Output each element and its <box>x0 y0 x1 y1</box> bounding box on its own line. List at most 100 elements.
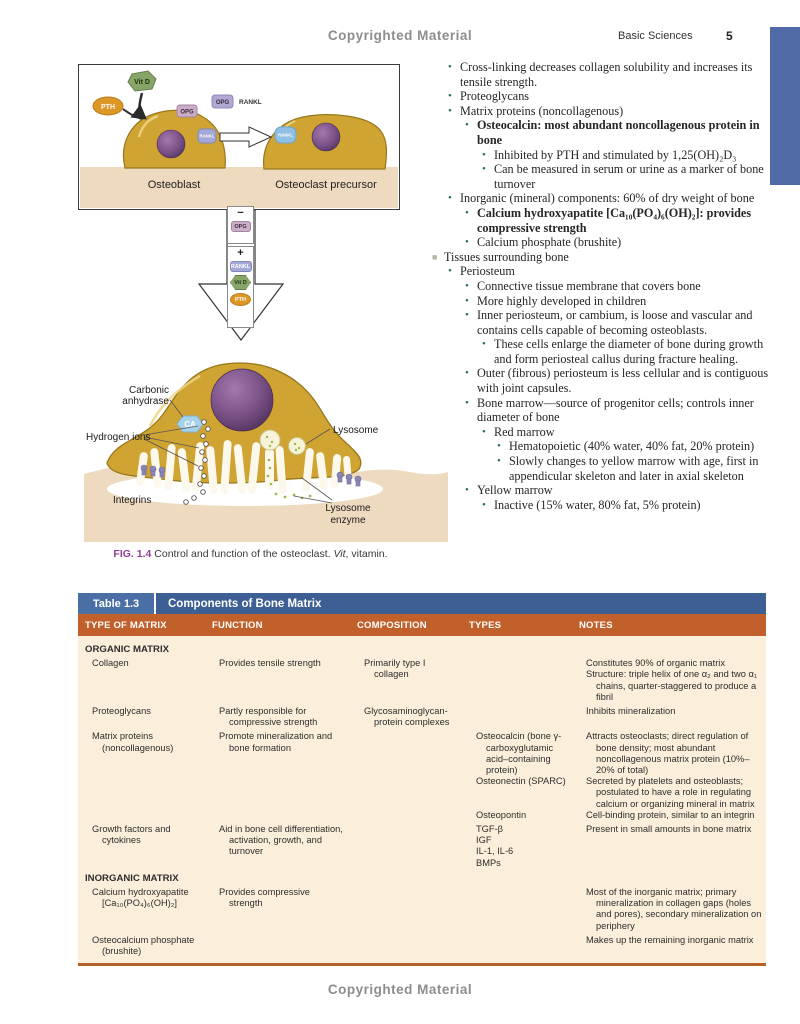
table-cell: Inhibits mineralization <box>572 706 766 728</box>
dot-bullet-icon: • <box>448 61 452 73</box>
list-item-text: Osteocalcin: most abundant noncollagenou… <box>477 118 760 147</box>
cell-line: Calcium hydroxyapatite [Ca₁₀(PO₄)₆(OH)₂] <box>92 887 189 909</box>
plus-sign: + <box>237 247 244 259</box>
page-number: 5 <box>726 29 733 43</box>
footer-watermark: Copyrighted Material <box>327 982 473 997</box>
cell-line: Aid in bone cell differentiation, activa… <box>219 824 343 857</box>
caption-text-2: , vitamin. <box>345 548 388 560</box>
list-item: •Proteoglycans <box>448 89 772 104</box>
dot-bullet-icon: • <box>482 338 486 351</box>
osteoclast-nucleus <box>210 368 274 432</box>
rankl-receptor-left <box>197 128 217 144</box>
list-item-text: Slowly changes to yellow marrow with age… <box>509 454 759 483</box>
list-item: ■ Tissues surrounding bone <box>432 250 772 265</box>
dot-bullet-icon: • <box>448 192 452 205</box>
col-header-composition: COMPOSITION <box>357 619 427 631</box>
dot-bullet-icon: • <box>482 148 486 161</box>
table-row: Osteocalcium phosphate (brushite) Makes u… <box>78 935 766 957</box>
table-cell: Cell-binding protein, similar to an inte… <box>572 810 766 821</box>
lysosome-vesicle-1 <box>259 429 281 451</box>
list-item-text: Proteoglycans <box>460 89 530 104</box>
dot-bullet-icon: • <box>465 309 469 322</box>
lysosome-enzyme-specks <box>265 435 312 500</box>
list-item: •Slowly changes to yellow marrow with ag… <box>497 454 772 483</box>
table-cell <box>462 658 572 703</box>
differentiation-arrow <box>219 126 273 148</box>
ruffled-border <box>136 440 352 494</box>
dot-bullet-icon: • <box>465 279 469 292</box>
cell-line: IGF <box>476 835 492 846</box>
table-cell: Aid in bone cell differentiation, activa… <box>205 824 350 869</box>
table-cell: Osteocalcium phosphate (brushite) <box>78 935 205 957</box>
list-item-text: Matrix proteins (noncollagenous) <box>460 103 624 118</box>
list-item: •Osteocalcin: most abundant noncollageno… <box>465 118 772 147</box>
table-cell <box>462 887 572 932</box>
header-watermark: Copyrighted Material <box>327 28 473 43</box>
lysosome-vesicle-2 <box>288 437 306 455</box>
cell-line: Glycosaminoglycan-protein complexes <box>364 706 450 728</box>
table-cell: Proteoglycans <box>78 706 205 728</box>
cell-line: Primarily type I collagen <box>364 658 426 680</box>
section-header: INORGANIC MATRIX <box>85 872 179 884</box>
lysosome-label: Lysosome <box>333 425 379 436</box>
header-section-title: Basic Sciences <box>618 30 693 42</box>
list-item-text: Inhibited by PTH and stimulated by 1,25(… <box>494 147 737 162</box>
cell-line: Promote mineralization and bone formatio… <box>219 731 333 753</box>
list-item-text: Calcium phosphate (brushite) <box>477 235 622 250</box>
list-item: •More highly developed in children <box>465 294 772 309</box>
pth-badge <box>92 96 124 116</box>
bullet-list: •Cross-linking decreases collagen solubi… <box>432 60 772 512</box>
table-cell: Glycosaminoglycan-protein complexes <box>350 706 462 728</box>
list-item-text: Outer (fibrous) periosteum is less cellu… <box>477 366 769 396</box>
col-header-types: TYPES <box>469 619 502 631</box>
cell-line: Secreted by platelets and osteoblasts; p… <box>586 776 755 809</box>
lysosome-enzyme-label-1: Lysosome <box>325 503 371 514</box>
cell-line: Osteocalcium phosphate (brushite) <box>92 934 195 957</box>
table-row: Collagen Provides tensile strength Primari… <box>78 658 766 703</box>
cell-line: Provides tensile strength <box>219 658 321 669</box>
integrin-studs <box>140 464 362 487</box>
table-cell: Matrix proteins (noncollagenous) <box>78 731 205 776</box>
table-row: Osteonectin (SPARC)Secreted by platelets… <box>78 776 766 810</box>
osteoblast-nucleus <box>156 129 186 159</box>
cell-line: Attracts osteoclasts; direct regulation … <box>586 731 750 776</box>
list-item-text: More highly developed in children <box>477 293 647 308</box>
table-row: Matrix proteins (noncollagenous) Promote … <box>78 731 766 776</box>
table-cell: Collagen <box>78 658 205 703</box>
chapter-side-tab <box>770 27 800 185</box>
table-cell <box>205 776 350 810</box>
table-cell <box>350 776 462 810</box>
table-section-row: INORGANIC MATRIX <box>78 873 766 884</box>
square-bullet-icon: ■ <box>432 251 438 262</box>
cell-line: IL-1, IL-6 <box>476 846 514 857</box>
table-cell: Makes up the remaining inorganic matrix <box>572 935 766 957</box>
cell-line: Collagen <box>92 658 129 669</box>
list-item: •These cells enlarge the diameter of bon… <box>482 337 772 366</box>
cell-line: Osteocalcin (bone γ-carboxyglutamic acid… <box>476 731 562 776</box>
cell-line: Most of the inorganic matrix; primary mi… <box>586 887 762 931</box>
table-row: Calcium hydroxyapatite [Ca₁₀(PO₄)₆(OH)₂]… <box>78 887 766 932</box>
pth-label: PTH <box>101 104 115 111</box>
figure-osteoclast-panel: CA <box>80 356 480 546</box>
list-item-text: Inactive (15% water, 80% fat, 5% protein… <box>494 497 701 512</box>
cell-line: Makes up the remaining inorganic matrix <box>586 934 754 945</box>
osteoblast-label: Osteoblast <box>148 179 201 191</box>
list-item-text: Tissues surrounding bone <box>444 249 569 264</box>
table-section-row: ORGANIC MATRIX <box>78 644 766 655</box>
list-item-text: Hematopoietic (40% water, 40% fat, 20% p… <box>509 439 755 454</box>
stimulators-box: + RANKL Vit D PTH <box>227 246 254 328</box>
list-item: •Inorganic (mineral) components: 60% of … <box>448 191 772 206</box>
table-cell: Most of the inorganic matrix; primary mi… <box>572 887 766 932</box>
dot-bullet-icon: • <box>465 484 469 497</box>
table-cell: Calcium hydroxyapatite [Ca₁₀(PO₄)₆(OH)₂] <box>78 887 205 932</box>
precursor-nucleus <box>311 122 341 152</box>
cell-line: Present in small amounts in bone matrix <box>586 824 752 835</box>
figure-number: FIG. 1.4 <box>113 548 152 560</box>
opg-tag-label: OPG <box>180 110 194 116</box>
list-item: •Calcium hydroxyapatite [Ca₁₀(PO₄)₆(OH)₂… <box>465 206 772 235</box>
table-cell: Present in small amounts in bone matrix <box>572 824 766 869</box>
osteoclast-diagram: CA <box>84 362 448 542</box>
dot-bullet-icon: • <box>482 425 486 438</box>
table-number: Table 1.3 <box>78 593 156 614</box>
